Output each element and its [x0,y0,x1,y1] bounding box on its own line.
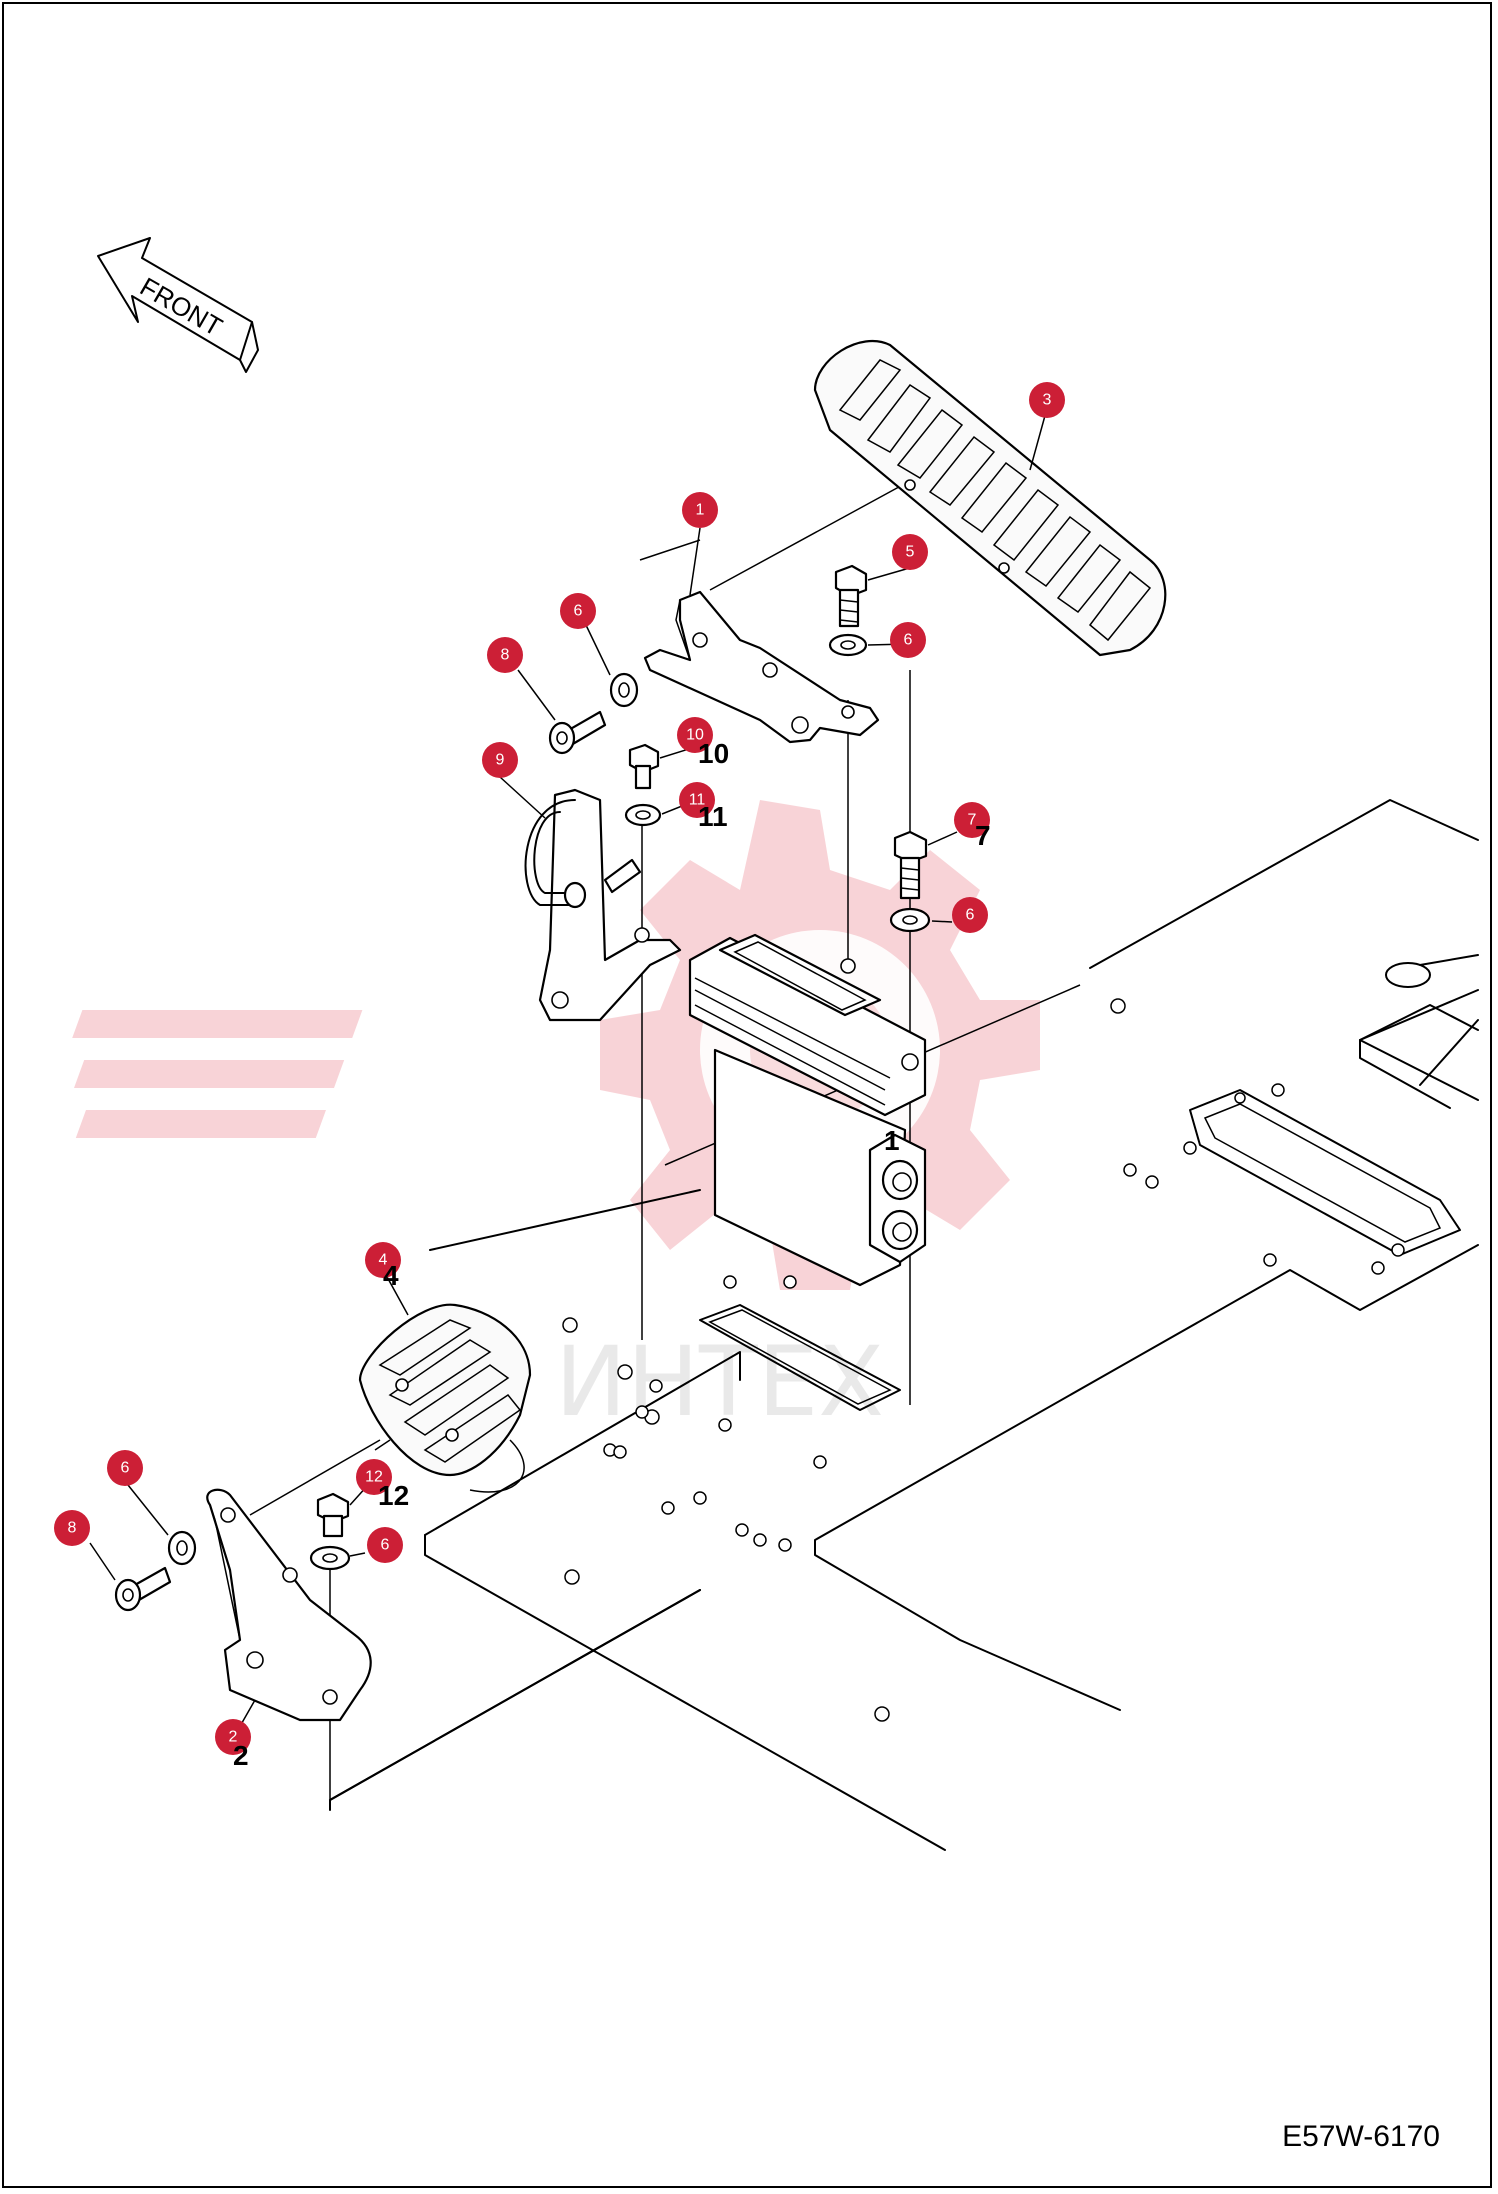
callout-11-label: 11 [689,792,706,809]
callout-6c: 6 [952,897,988,933]
callouts: 1 2 3 4 5 6 6 6 6 6 7 8 8 9 10 11 12 [54,382,1065,1755]
part-number-11: 11 [698,801,728,832]
part-2-lower-pedal-bracket [206,1488,372,1722]
part-4-pedal-pad-small [358,1303,532,1477]
part-8-socket-bolt-upper [548,672,639,755]
callout-6d: 6 [107,1450,143,1486]
callout-8b-label: 8 [68,1520,77,1537]
callout-2-label: 2 [229,1729,238,1746]
part-3-pedal-pad-large [813,339,1167,657]
callout-6d-label: 6 [121,1460,130,1477]
washer-hole [322,1553,338,1563]
callout-10: 10 [677,717,713,753]
callout-6e-label: 6 [381,1537,390,1554]
callout-8a: 8 [487,637,523,673]
callout-11: 11 [679,782,715,818]
pedal-valve-body [688,933,927,1287]
washer-hole [840,640,856,650]
callout-12: 12 [356,1459,392,1495]
callout-7: 7 [954,802,990,838]
callout-6a: 6 [560,593,596,629]
callout-5: 5 [892,534,928,570]
callout-8a-label: 8 [501,647,510,664]
part-12-bolt [316,1492,350,1538]
part-1-upper-pedal-bracket [643,590,880,744]
part-number-4: 4 [383,1260,399,1291]
callout-12-label: 12 [365,1469,383,1486]
floor-plate [329,799,1479,1851]
callout-3: 3 [1029,382,1065,418]
callout-5-label: 5 [906,544,915,561]
callout-4-label: 4 [379,1252,388,1269]
callout-6b: 6 [890,622,926,658]
part-number-1-valve: 1 [884,1125,900,1156]
callout-8b: 8 [54,1510,90,1546]
part-8-socket-bolt-lower [114,1530,197,1612]
washer-hole [635,810,651,820]
part-number-12: 12 [378,1480,409,1511]
printed-part-numbers: 10 11 12 4 2 7 1 [233,738,991,1771]
callout-2: 2 [215,1719,251,1755]
callout-6c-label: 6 [966,907,975,924]
front-direction-arrow: FRONT [97,237,259,373]
part-5-bolt [834,564,868,628]
part-number-10: 10 [698,738,729,769]
part-number-2: 2 [233,1740,249,1771]
callout-9-label: 9 [496,752,505,769]
callout-6b-label: 6 [904,632,913,649]
callout-4: 4 [365,1242,401,1278]
callout-9: 9 [482,742,518,778]
callout-3-label: 3 [1043,392,1052,409]
callout-10-label: 10 [686,727,704,744]
washer-hole [902,915,918,925]
part-10-bolt [628,743,660,790]
callout-7-label: 7 [968,812,977,829]
callout-1-label: 1 [696,502,705,519]
part-9-stopper-bracket [524,788,682,1022]
callout-6a-label: 6 [574,603,583,620]
callout-6e: 6 [367,1527,403,1563]
part-number-7: 7 [975,820,991,851]
watermark-text: ИНТЕХ [555,1326,884,1438]
callout-1: 1 [682,492,718,528]
drawing-code: E57W-6170 [1282,2120,1440,2153]
part-7-bolt [893,830,928,900]
